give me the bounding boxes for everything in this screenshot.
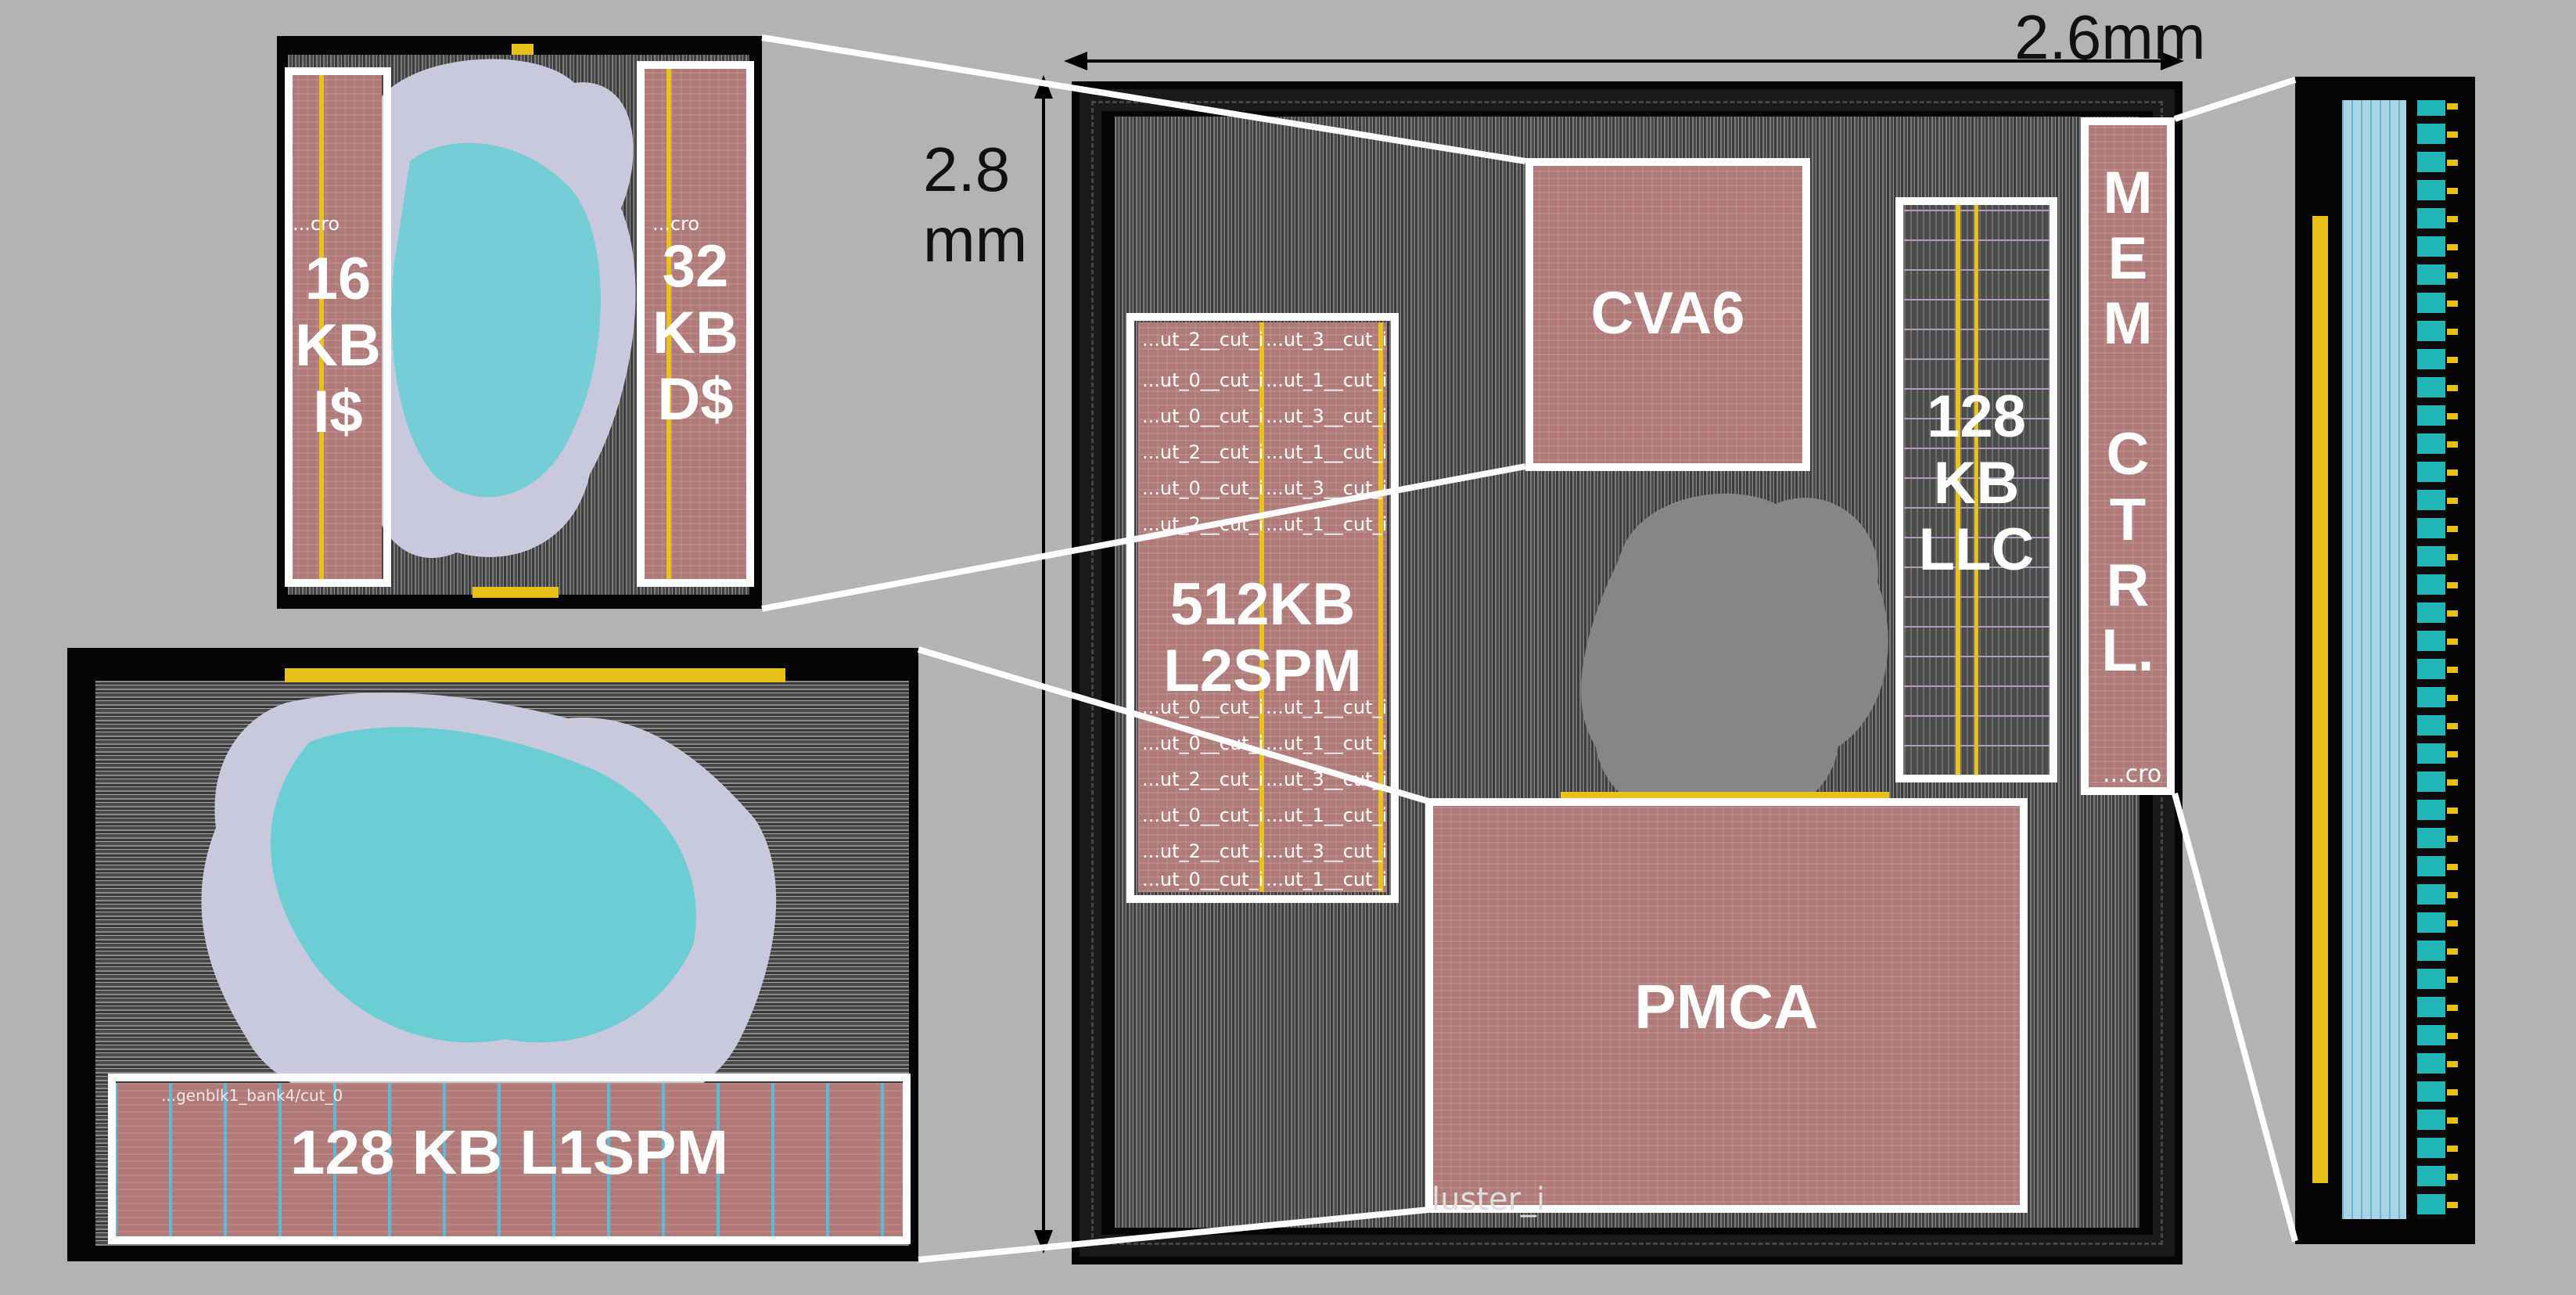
height-arrow-bottom-head bbox=[1034, 1230, 1053, 1254]
l2spm-power-stripe-2 bbox=[1378, 322, 1383, 892]
pmca-zoom-logic bbox=[201, 668, 785, 1118]
l2-cut-label: ...ut_1__cut_i bbox=[1266, 696, 1388, 718]
l2-cut-label: ...ut_2__cut_i bbox=[1142, 840, 1264, 862]
l2-cut-label: ...ut_0__cut_i bbox=[1142, 369, 1264, 391]
icache-macro bbox=[288, 72, 382, 581]
l2-cut-label: ...ut_3__cut_i bbox=[1266, 840, 1388, 862]
l2-cut-label: ...ut_2__cut_i bbox=[1142, 768, 1264, 790]
cluster-label: luster_i bbox=[1432, 1182, 1546, 1218]
memctrl-connector-top bbox=[2173, 77, 2297, 122]
l2spm-label: 512KB L2SPM bbox=[1163, 571, 1362, 705]
cva6-label: CVA6 bbox=[1590, 280, 1745, 347]
cva6-block bbox=[1529, 161, 1806, 468]
height-dimension-label: 2.8 mm bbox=[923, 135, 1028, 275]
memctrl-highlight-box bbox=[2081, 117, 2175, 795]
l2-cut-label: ...ut_2__cut_i bbox=[1142, 441, 1264, 463]
l2-cut-label: ...ut_1__cut_i bbox=[1266, 804, 1388, 826]
llc-highlight-box bbox=[1895, 197, 2057, 782]
l1spm-label: 128 KB L1SPM bbox=[289, 1117, 729, 1187]
l2-cut-label: ...ut_0__cut_i bbox=[1142, 405, 1264, 427]
l2-cut-label: ...ut_2__cut_i bbox=[1142, 329, 1264, 351]
llc-power-stripe-1 bbox=[1956, 202, 1960, 776]
memctrl-zoom-core bbox=[2342, 100, 2406, 1219]
l2-cut-label: ...ut_1__cut_i bbox=[1266, 732, 1388, 754]
l2spm-cut-labels: ...ut_2__cut_i ...ut_3__cut_i ...ut_0__c… bbox=[1142, 329, 1388, 892]
l2-cut-label: ...ut_1__cut_i bbox=[1266, 513, 1388, 535]
icache-power-stripe bbox=[319, 72, 324, 581]
memctrl-label: M E M C T R L. bbox=[2101, 160, 2154, 685]
l2spm-power-stripe-1 bbox=[1259, 322, 1264, 892]
l2-cut-label: ...ut_1__cut_i bbox=[1266, 369, 1388, 391]
memctrl-zoom-power-stripe bbox=[2312, 216, 2328, 1183]
dcache-highlight-box bbox=[637, 61, 754, 587]
l2-cut-label: ...ut_1__cut_i bbox=[1266, 441, 1388, 463]
logic-cloud-shape bbox=[1581, 493, 1888, 822]
pad-ring bbox=[1080, 89, 2175, 1257]
l2-cut-label: ...ut_0__cut_i bbox=[1142, 696, 1264, 718]
pmca-zoom-panel: ...genblk1_bank4/cut_0 128 KB L1SPM bbox=[67, 648, 918, 1261]
cva6-connector-top bbox=[761, 34, 1526, 164]
l1spm-highlight-box bbox=[108, 1074, 911, 1244]
l2spm-highlight-box bbox=[1126, 313, 1399, 903]
pmca-block bbox=[1432, 803, 2021, 1210]
memctrl-connector-bottom bbox=[2172, 792, 2298, 1243]
l2-cut-label: ...ut_0__cut_i bbox=[1142, 804, 1264, 826]
pmca-zoom-power-stripe bbox=[285, 668, 785, 682]
dcache-macro bbox=[643, 67, 748, 581]
llc-power-stripe-2 bbox=[1974, 202, 1978, 776]
pmca-power-stripe bbox=[1561, 792, 1889, 800]
icache-label: 16 KB I$ bbox=[295, 246, 381, 446]
pmca-connector-bottom bbox=[918, 1207, 1429, 1263]
pmca-highlight-box bbox=[1425, 798, 2028, 1213]
width-arrow-left-head bbox=[1064, 52, 1087, 70]
icache-highlight-box bbox=[285, 67, 391, 587]
dcache-cro-label: ...cro bbox=[652, 213, 700, 235]
cva6-zoom-pad-top bbox=[512, 44, 534, 55]
dcache-label: 32 KB D$ bbox=[652, 233, 738, 433]
cva6-connector-bottom bbox=[761, 463, 1526, 612]
l2-cut-label: ...ut_0__cut_i bbox=[1142, 869, 1264, 890]
memctrl-cro-label: ...cro bbox=[2103, 761, 2162, 788]
dcache-power-stripe bbox=[666, 67, 671, 581]
l2-cut-label: ...ut_0__cut_i bbox=[1142, 477, 1264, 499]
l1spm-bank-label: ...genblk1_bank4/cut_0 bbox=[161, 1086, 343, 1105]
pmca-label: PMCA bbox=[1634, 972, 1819, 1041]
memctrl-block bbox=[2086, 121, 2170, 790]
icache-cro-label: ...cro bbox=[293, 213, 340, 235]
l2-cut-label: ...ut_1__cut_i bbox=[1266, 869, 1388, 890]
cva6-zoom-logic bbox=[353, 44, 636, 598]
memctrl-zoom-panel bbox=[2295, 77, 2475, 1244]
memctrl-zoom-pins bbox=[2417, 100, 2445, 1219]
llc-label: 128 KB LLC bbox=[1918, 383, 2035, 584]
l2-cut-label: ...ut_3__cut_i bbox=[1266, 329, 1388, 351]
cva6-zoom-pad-bottom bbox=[472, 587, 559, 598]
cva6-highlight-box bbox=[1525, 158, 1810, 471]
cva6-zoom-panel: 16 KB I$ 32 KB D$ ...cro ...cro bbox=[277, 36, 762, 609]
logic-cloud bbox=[1572, 465, 1901, 872]
height-arrow-top-head bbox=[1034, 75, 1053, 99]
width-dimension-label: 2.6mm bbox=[2014, 2, 2206, 72]
l1spm-macro-row bbox=[114, 1083, 904, 1239]
width-arrow-right-head bbox=[2161, 52, 2184, 70]
l2-cut-label: ...ut_3__cut_i bbox=[1266, 405, 1388, 427]
pmca-connector-top bbox=[917, 646, 1430, 804]
memctrl-zoom-pin-markers bbox=[2447, 100, 2458, 1219]
